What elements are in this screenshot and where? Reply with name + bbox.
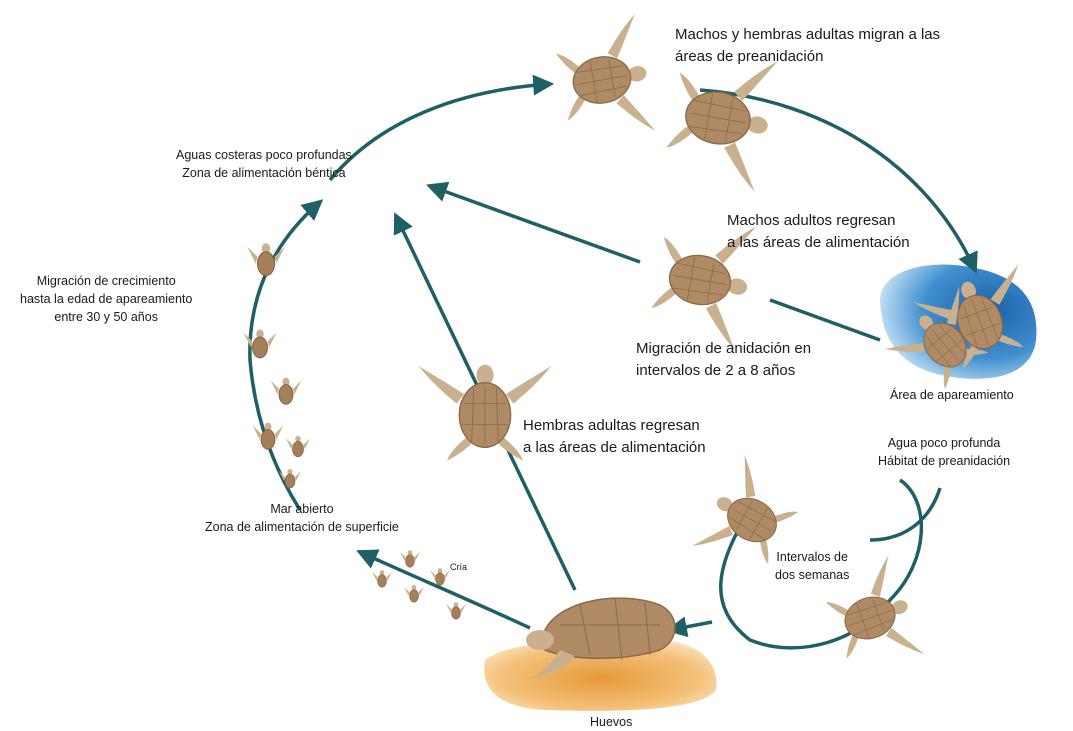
arrow-shallow-loop	[870, 488, 940, 540]
label-two-week-intervals: Intervalos de dos semanas	[775, 548, 849, 584]
hatchling-5	[446, 602, 466, 619]
label-males-return: Machos adultos regresan a las áreas de a…	[727, 210, 910, 254]
label-mating-area: Área de apareamiento	[890, 386, 1014, 404]
arrow-to-preanidation	[330, 84, 550, 180]
label-adults-migrate: Machos y hembras adultas migran a las ár…	[675, 24, 940, 68]
label-open-sea: Mar abierto Zona de alimentación de supe…	[205, 500, 399, 536]
label-coastal-waters: Aguas costeras poco profundas Zona de al…	[176, 146, 352, 182]
label-shallow-water: Agua poco profunda Hábitat de preanidaci…	[878, 434, 1010, 470]
label-hatchling: Cría	[450, 561, 467, 574]
arrow-males-return-head	[430, 186, 640, 262]
label-nesting-migration: Migración de anidación en intervalos de …	[636, 338, 811, 382]
arrow-eggs-to-open-sea	[360, 552, 530, 628]
label-eggs: Huevos	[590, 713, 632, 731]
juvenile-turtle-5	[286, 436, 310, 457]
label-females-return: Hembras adultas regresan a las áreas de …	[523, 415, 706, 459]
juvenile-turtle-3	[271, 378, 302, 405]
hatchling-2	[372, 570, 392, 587]
juvenile-turtle-4	[253, 423, 284, 450]
arrow-loop-to-eggs	[670, 622, 712, 630]
arrow-males-return	[770, 300, 880, 340]
hatchling-1	[400, 550, 420, 567]
turtle-migrating-1	[551, 14, 656, 146]
hatchling-4	[404, 585, 424, 602]
label-growth-migration: Migración de crecimiento hasta la edad d…	[20, 272, 192, 326]
